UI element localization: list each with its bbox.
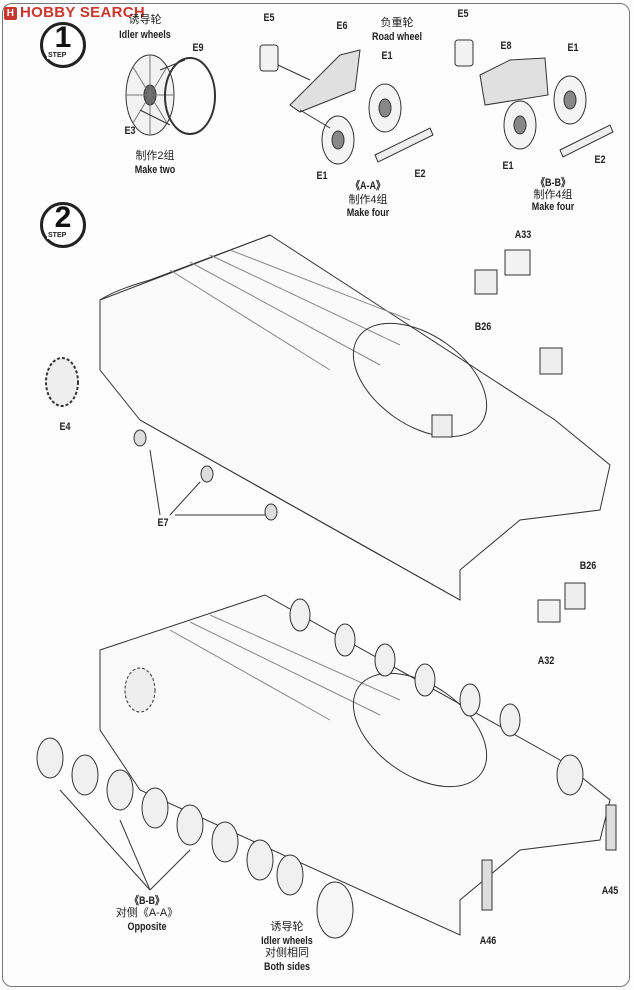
bottom-bogie-opposite-en: Opposite bbox=[127, 921, 167, 933]
part-e3-label: E3 bbox=[124, 125, 136, 137]
part-a33-label: A33 bbox=[514, 229, 532, 241]
idler-cn-label: 诱导轮 bbox=[128, 14, 162, 26]
part-a45-label: A45 bbox=[601, 885, 619, 897]
bottom-idler-en: Idler wheels bbox=[261, 935, 313, 947]
step-1-badge: 1 STEP bbox=[40, 21, 86, 68]
bottom-bogie-opposite-cn: 对侧《A-A》 bbox=[115, 907, 179, 919]
bb-name-label: 《B-B》 bbox=[535, 177, 571, 189]
step-number: 1 bbox=[54, 21, 72, 54]
bb-qty-en: Make four bbox=[531, 201, 575, 213]
bogie-aa-drawing bbox=[259, 44, 434, 165]
idler-wheel-drawing bbox=[125, 54, 216, 136]
aa-part-e5-label: E5 bbox=[263, 12, 275, 24]
aa-part-e1-bottom-label: E1 bbox=[316, 170, 328, 182]
aa-name-label: 《A-A》 bbox=[350, 180, 386, 192]
step-word: STEP bbox=[47, 52, 68, 59]
part-e9-label: E9 bbox=[192, 42, 204, 54]
aa-part-e2-label: E2 bbox=[414, 168, 426, 180]
hull-drawing-lower bbox=[36, 594, 617, 939]
bb-part-e1-top-label: E1 bbox=[567, 42, 579, 54]
bottom-idler-cn: 诱导轮 bbox=[270, 921, 304, 933]
part-b26-top-label: B26 bbox=[474, 321, 492, 333]
aa-part-e6-label: E6 bbox=[336, 20, 348, 32]
idler-qty-cn: 制作2组 bbox=[135, 150, 175, 162]
road-wheel-cn-label: 负重轮 bbox=[380, 17, 414, 29]
step-2-badge: 2 STEP bbox=[40, 201, 86, 248]
logo-icon: H bbox=[4, 7, 17, 20]
aa-part-e1-top-label: E1 bbox=[381, 50, 393, 62]
idler-en-label: Idler wheels bbox=[119, 29, 171, 41]
bottom-bogie-name: 《B-B》 bbox=[129, 895, 165, 907]
road-wheel-en-label: Road wheel bbox=[371, 31, 423, 43]
page-frame bbox=[2, 3, 630, 987]
idler-qty-en: Make two bbox=[134, 164, 176, 176]
part-a46-label: A46 bbox=[479, 935, 497, 947]
step-word: STEP bbox=[47, 232, 68, 239]
bb-part-e8-label: E8 bbox=[500, 40, 512, 52]
bb-part-e5-label: E5 bbox=[457, 8, 469, 20]
bogie-bb-drawing bbox=[454, 39, 614, 158]
step-number: 2 bbox=[54, 201, 72, 234]
aa-qty-cn: 制作4组 bbox=[348, 194, 388, 206]
logo-text: HOBBY SEARCH bbox=[20, 4, 146, 21]
bb-part-e2-label: E2 bbox=[594, 154, 606, 166]
aa-qty-en: Make four bbox=[346, 207, 390, 219]
part-a32-label: A32 bbox=[537, 655, 555, 667]
bottom-idler-sides-cn: 对侧相同 bbox=[265, 947, 309, 959]
bb-part-e1-bottom-label: E1 bbox=[502, 160, 514, 172]
bottom-idler-sides-en: Both sides bbox=[263, 961, 311, 973]
bb-qty-cn: 制作4组 bbox=[533, 189, 573, 201]
part-b26-right-label: B26 bbox=[579, 560, 597, 572]
hull-drawing-upper bbox=[45, 234, 611, 623]
part-e4-label: E4 bbox=[59, 421, 71, 433]
part-e7-label: E7 bbox=[157, 517, 169, 529]
